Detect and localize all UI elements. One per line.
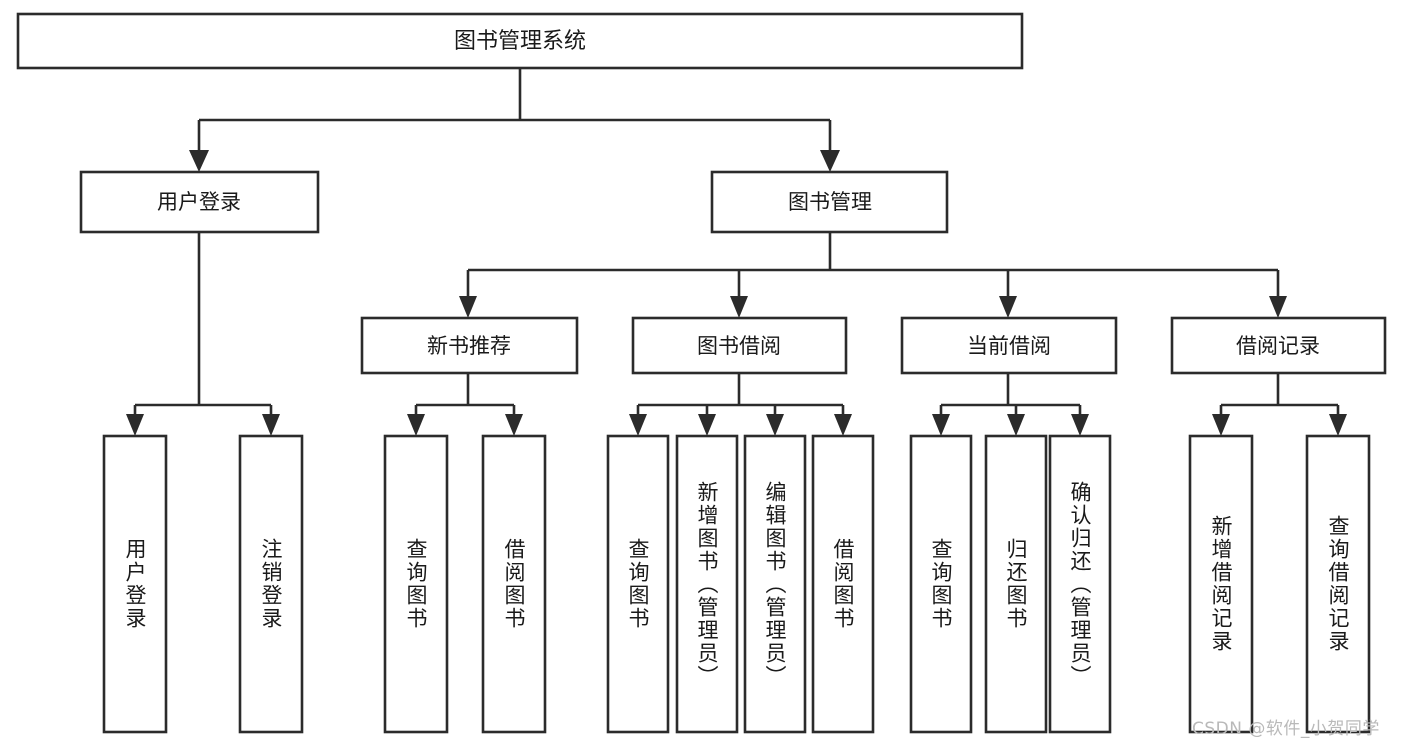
node-leaf-logout-box[interactable] <box>238 434 304 734</box>
arrowhead-leaf-confirm-return <box>1071 414 1089 436</box>
node-root-box[interactable] <box>16 12 1024 70</box>
arrowhead-leaf-query-book-rec <box>407 414 425 436</box>
node-book-management-box[interactable] <box>710 170 949 234</box>
node-new-book-recommend-label: 新书推荐 <box>427 334 511 358</box>
connector-layer <box>126 68 1347 436</box>
arrowhead-leaf-user-login <box>126 414 144 436</box>
arrowhead-leaf-edit-book <box>766 414 784 436</box>
node-user-login-box[interactable] <box>79 170 320 234</box>
arrowhead-leaf-query-record <box>1329 414 1347 436</box>
node-leaf-confirm-return-box[interactable] <box>1048 434 1112 734</box>
node-leaf-query-book-rec-box[interactable] <box>383 434 449 734</box>
node-leaf-borrow-book-box[interactable] <box>811 434 875 734</box>
node-leaf-add-record-box[interactable] <box>1188 434 1254 734</box>
node-current-borrow-label: 当前借阅 <box>967 334 1051 358</box>
node-current-borrow-box[interactable] <box>900 316 1118 375</box>
arrowhead-leaf-borrow-book-rec <box>505 414 523 436</box>
arrowhead-book-management <box>820 150 840 172</box>
node-book-management-label: 图书管理 <box>788 190 872 214</box>
node-leaf-user-login-box[interactable] <box>102 434 168 734</box>
arrowhead-leaf-add-record <box>1212 414 1230 436</box>
node-leaf-query-book-current-box[interactable] <box>909 434 973 734</box>
node-book-borrow-label: 图书借阅 <box>697 334 781 358</box>
node-leaf-query-book-borrow-box[interactable] <box>606 434 670 734</box>
node-layer: 图书管理系统 用户登录 图书管理 新书推荐 图书借阅 当前借阅 借阅记录 <box>16 12 1387 734</box>
arrowhead-leaf-query-book-current <box>932 414 950 436</box>
node-new-book-recommend-box[interactable] <box>360 316 579 375</box>
node-leaf-query-record-box[interactable] <box>1305 434 1371 734</box>
node-root-label: 图书管理系统 <box>454 29 586 54</box>
node-leaf-return-book-box[interactable] <box>984 434 1048 734</box>
node-leaf-add-book-box[interactable] <box>675 434 739 734</box>
arrowhead-current-borrow <box>999 296 1017 318</box>
arrowhead-user-login <box>189 150 209 172</box>
node-leaf-edit-book-box[interactable] <box>743 434 807 734</box>
csdn-watermark: CSDN @软件_小贺同学 <box>1192 719 1380 739</box>
arrowhead-leaf-return-book <box>1007 414 1025 436</box>
node-borrow-record-box[interactable] <box>1170 316 1387 375</box>
arrowhead-borrow-record <box>1269 296 1287 318</box>
node-book-borrow-box[interactable] <box>631 316 848 375</box>
arrowhead-book-borrow <box>730 296 748 318</box>
node-borrow-record-label: 借阅记录 <box>1236 334 1320 358</box>
node-user-login-label: 用户登录 <box>157 190 241 214</box>
arrowhead-leaf-add-book <box>698 414 716 436</box>
node-leaf-borrow-book-rec-box[interactable] <box>481 434 547 734</box>
arrowhead-leaf-logout <box>262 414 280 436</box>
arrowhead-leaf-query-book-borrow <box>629 414 647 436</box>
arrowhead-leaf-borrow-book <box>834 414 852 436</box>
arrowhead-new-book <box>459 296 477 318</box>
